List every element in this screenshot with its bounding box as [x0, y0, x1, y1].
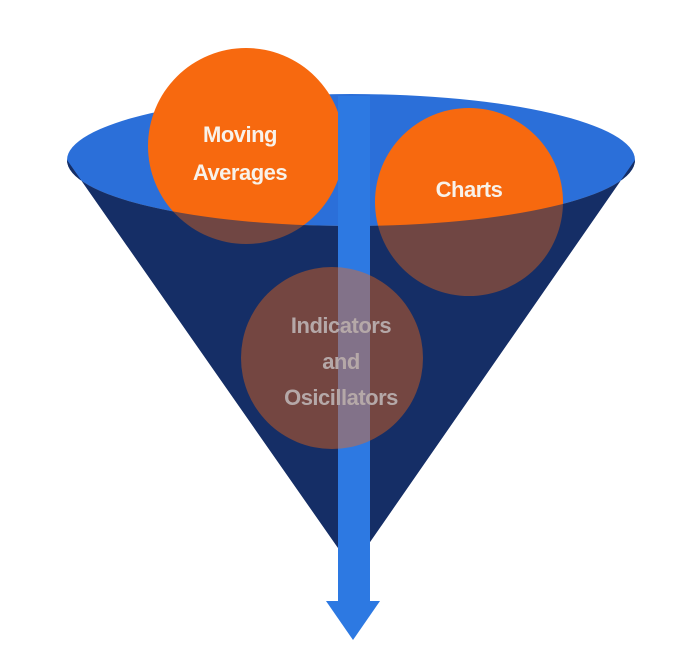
indicators-label-line1: Indicators [291, 313, 391, 338]
indicators-label-line3: Osicillators [284, 385, 398, 410]
moving-averages-label-line2: Averages [193, 160, 288, 185]
moving-averages-label-line1: Moving [203, 122, 277, 147]
charts-label: Charts [436, 177, 503, 202]
bubble-moving-averages [148, 48, 344, 244]
down-arrow-head-icon [326, 601, 380, 640]
down-arrow-shaft [338, 96, 370, 604]
indicators-label-line2: and [322, 349, 360, 374]
bubble-indicators-oscillators [241, 267, 423, 449]
